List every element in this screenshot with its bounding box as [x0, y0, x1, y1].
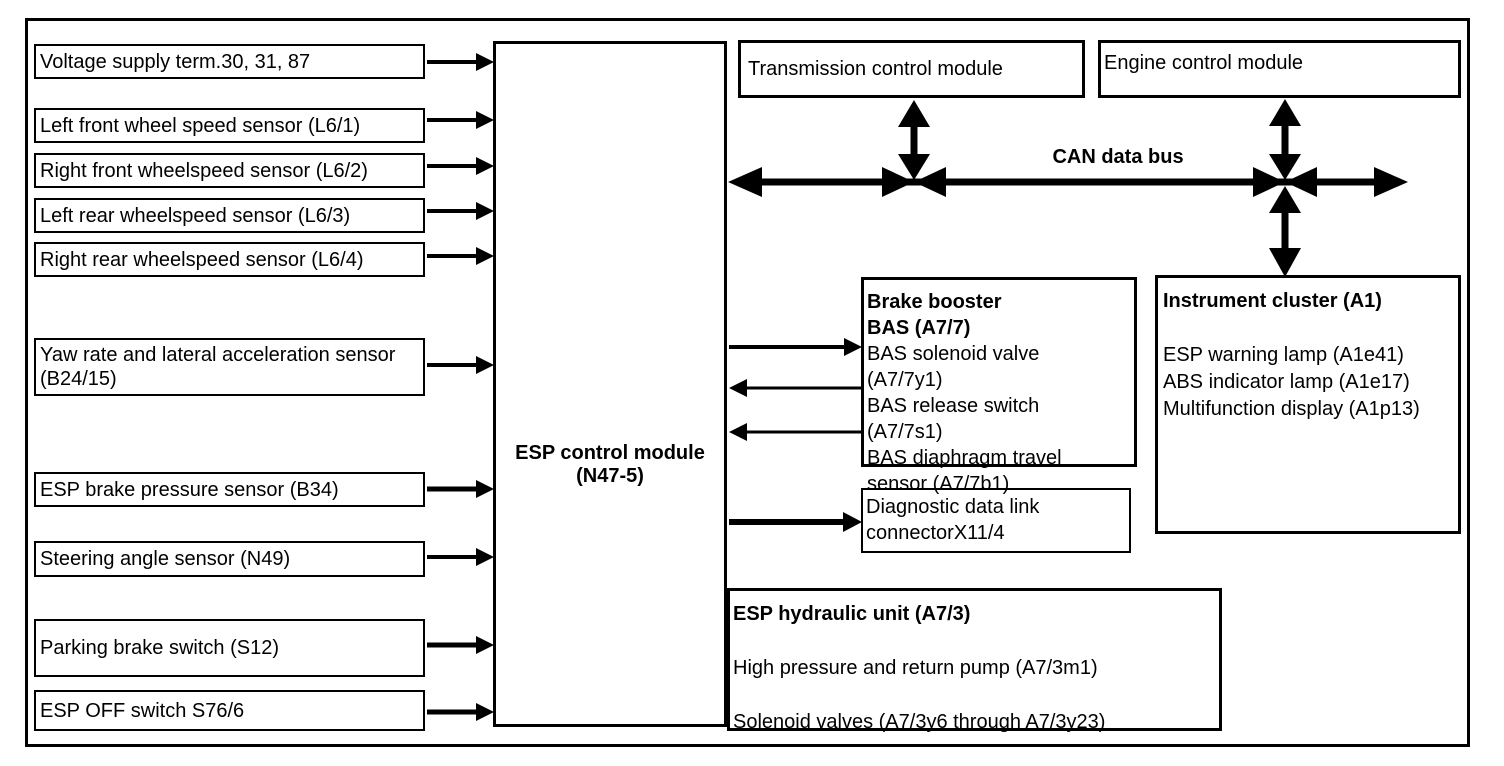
brake-booster-line: BAS solenoid valve	[867, 343, 1040, 365]
input-box-yaw-rate-sensor: Yaw rate and lateral acceleration sensor…	[34, 338, 425, 396]
esp-control-module-box: ESP control module (N47-5)	[493, 41, 727, 727]
spacer	[733, 682, 1219, 709]
transmission-control-module-box: Transmission control module	[738, 40, 1085, 98]
engine-control-module-box: Engine control module	[1098, 40, 1461, 98]
input-box-right-front-wheel-speed: Right front wheelspeed sensor (L6/2)	[34, 153, 425, 188]
brake-booster-subtitle: BAS (A7/7)	[867, 317, 971, 339]
input-label: Voltage supply term.30, 31, 87	[40, 50, 311, 73]
diagnostic-connector-box: Diagnostic data link connectorX11/4	[861, 488, 1131, 553]
diagnostic-line: connectorX11/4	[866, 522, 1005, 544]
brake-booster-box: Brake booster BAS (A7/7) BAS solenoid va…	[861, 277, 1137, 495]
instrument-bus-arrow	[1269, 186, 1301, 277]
transmission-label: Transmission control module	[748, 58, 1003, 80]
input-label: ESP OFF switch S76/6	[40, 699, 245, 722]
spacer	[733, 628, 1219, 655]
brake-booster-line: BAS release switch	[867, 395, 1040, 417]
input-box-esp-off-switch: ESP OFF switch S76/6	[34, 690, 425, 731]
esp-control-module-title: ESP control module (N47-5)	[515, 442, 705, 487]
input-arrows	[427, 53, 494, 721]
instrument-cluster-title: Instrument cluster (A1)	[1163, 290, 1382, 312]
input-label: Left front wheel speed sensor (L6/1)	[40, 114, 361, 137]
input-label: Right front wheelspeed sensor (L6/2)	[40, 159, 368, 182]
input-label: Right rear wheelspeed sensor (L6/4)	[40, 248, 364, 271]
instrument-cluster-item: ESP warning lamp (A1e41)	[1163, 344, 1404, 366]
can-bus-line	[728, 167, 1408, 197]
hydraulic-unit-item: Solenoid valves (A7/3y6 through A7/3y23)	[733, 711, 1106, 733]
esp-hydraulic-unit-box: ESP hydraulic unit (A7/3) High pressure …	[727, 588, 1222, 733]
input-box-right-rear-wheel-speed: Right rear wheelspeed sensor (L6/4)	[34, 242, 425, 277]
engine-bus-arrow	[1269, 99, 1301, 180]
input-label: Yaw rate and lateral acceleration sensor…	[40, 344, 396, 390]
hydraulic-unit-item: High pressure and return pump (A7/3m1)	[733, 657, 1098, 679]
transmission-bus-arrow	[898, 100, 930, 180]
input-label: Left rear wheelspeed sensor (L6/3)	[40, 204, 351, 227]
instrument-cluster-item: ABS indicator lamp (A1e17)	[1163, 371, 1410, 393]
input-box-esp-brake-pressure: ESP brake pressure sensor (B34)	[34, 472, 425, 507]
input-box-left-rear-wheel-speed: Left rear wheelspeed sensor (L6/3)	[34, 198, 425, 233]
outer-frame	[25, 18, 1470, 747]
input-label: Steering angle sensor (N49)	[40, 548, 291, 570]
hydraulic-unit-title: ESP hydraulic unit (A7/3)	[733, 603, 971, 625]
input-box-steering-angle: Steering angle sensor (N49)	[34, 541, 425, 577]
engine-label: Engine control module	[1104, 52, 1304, 74]
spacer	[1163, 315, 1458, 342]
can-data-bus-label: CAN data bus	[1052, 146, 1184, 168]
input-box-left-front-wheel-speed: Left front wheel speed sensor (L6/1)	[34, 108, 425, 143]
instrument-cluster-item: Multifunction display (A1p13)	[1163, 398, 1420, 420]
brake-booster-line: (A7/7y1)	[867, 369, 943, 391]
booster-arrows	[729, 338, 862, 532]
brake-booster-title: Brake booster	[867, 291, 1002, 313]
input-box-voltage-supply: Voltage supply term.30, 31, 87	[34, 44, 425, 79]
input-label: ESP brake pressure sensor (B34)	[40, 478, 339, 501]
brake-booster-line: BAS diaphragm travel	[867, 447, 1062, 469]
input-label: Parking brake switch (S12)	[40, 637, 279, 659]
instrument-cluster-box: Instrument cluster (A1) ESP warning lamp…	[1155, 275, 1461, 534]
diagnostic-line: Diagnostic data link	[866, 496, 1040, 518]
brake-booster-line: (A7/7s1)	[867, 421, 943, 443]
input-box-parking-brake: Parking brake switch (S12)	[34, 619, 425, 677]
